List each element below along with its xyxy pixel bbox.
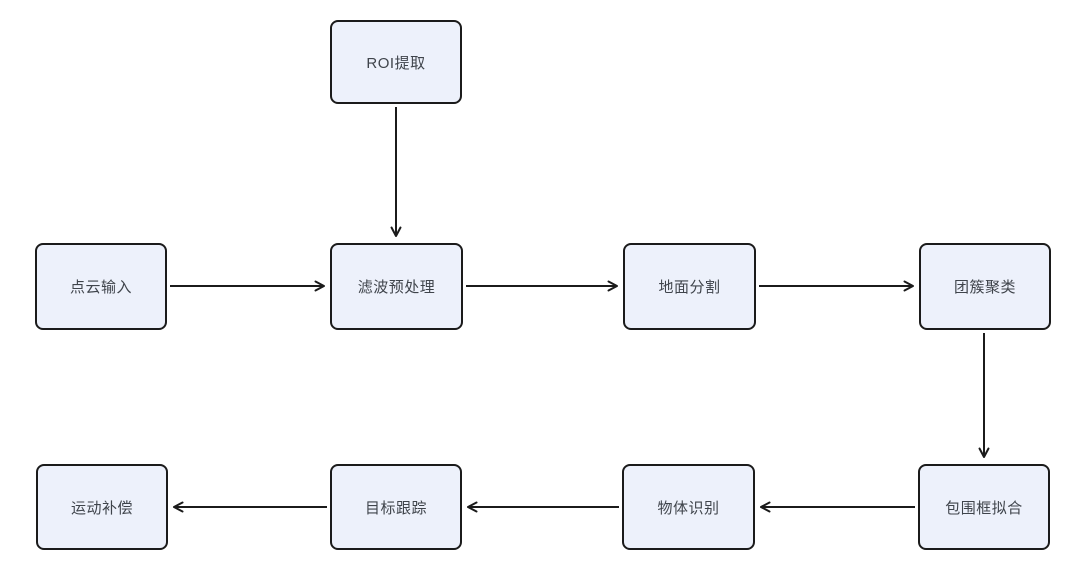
node-object-recognition: 物体识别 (622, 464, 755, 550)
node-point-cloud-input: 点云输入 (35, 243, 167, 330)
node-object-recognition-label: 物体识别 (657, 499, 720, 517)
node-ground-segmentation-label: 地面分割 (658, 279, 721, 296)
node-motion-compensation-label: 运动补偿 (70, 499, 133, 517)
node-ground-segmentation: 地面分割 (623, 243, 756, 330)
node-filter-preprocessing: 滤波预处理 (330, 243, 463, 330)
node-motion-compensation: 运动补偿 (36, 464, 168, 550)
node-target-tracking: 目标跟踪 (330, 464, 462, 550)
node-roi-extraction-label: ROI提取 (366, 54, 426, 72)
node-filter-preprocessing-label: 滤波预处理 (357, 279, 436, 296)
node-point-cloud-input-label: 点云输入 (69, 279, 132, 296)
node-cluster-clustering: 团簇聚类 (919, 243, 1051, 330)
node-bounding-box-fitting: 包围框拟合 (918, 464, 1050, 550)
node-bounding-box-fitting-label: 包围框拟合 (945, 499, 1023, 517)
node-target-tracking-label: 目标跟踪 (364, 499, 427, 517)
node-roi-extraction: ROI提取 (330, 20, 462, 104)
node-cluster-clustering-label: 团簇聚类 (953, 279, 1016, 296)
